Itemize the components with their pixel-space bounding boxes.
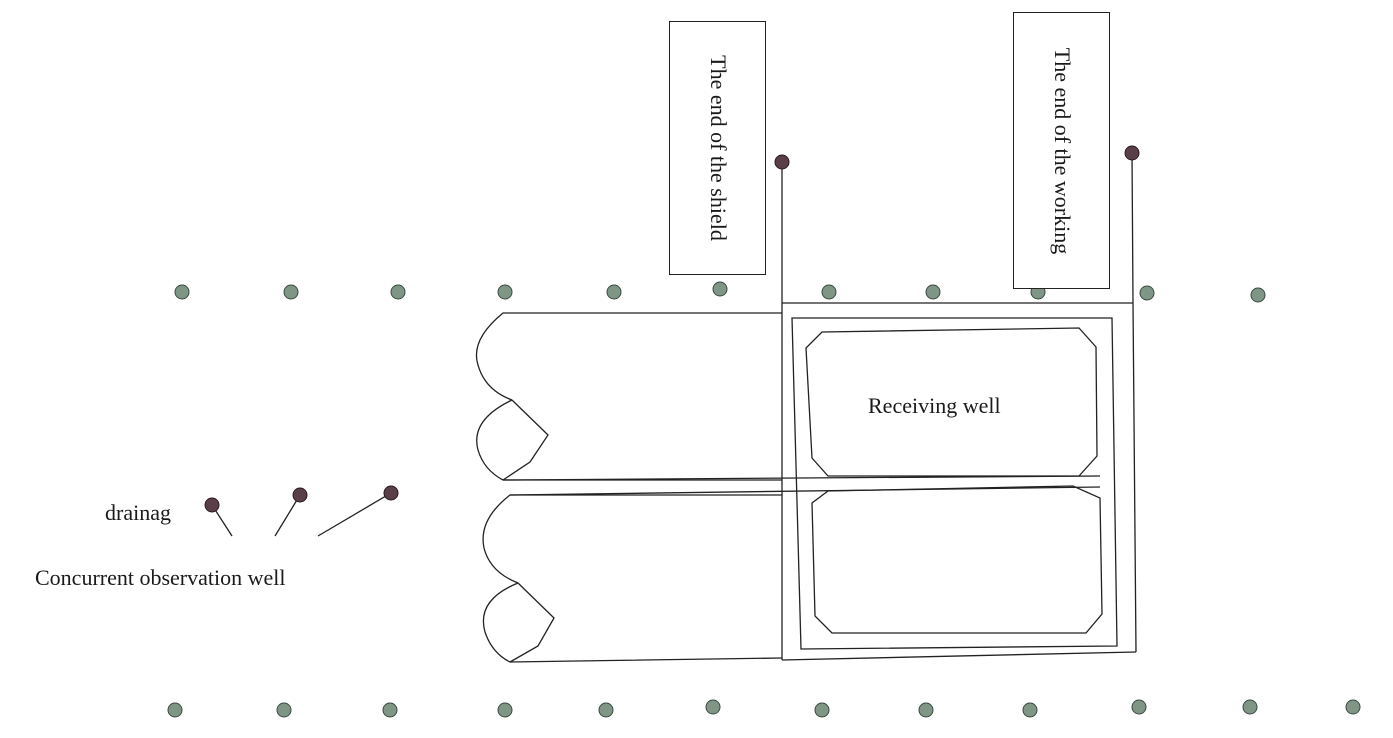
- observation-well-dot: [814, 702, 830, 718]
- observation-well-dot: [1131, 699, 1147, 715]
- observation-well-dot: [918, 702, 934, 718]
- lower-tunnel: [482, 494, 783, 663]
- observation-well-dot: [1139, 285, 1155, 301]
- drainage-label: drainag: [105, 500, 171, 525]
- observation-well-dot: [390, 284, 406, 300]
- receiving-well-label: Receiving well: [868, 393, 1001, 418]
- observation-well-dot: [497, 284, 513, 300]
- working-end-label-box: The end of the working: [1013, 12, 1110, 289]
- observation-well-dot: [1345, 699, 1361, 715]
- tunnel-separator-line: [502, 475, 1101, 481]
- observation-well-dot: [821, 284, 837, 300]
- observation-well-dot: [382, 702, 398, 718]
- observation-well-dot: [705, 699, 721, 715]
- bottom-observation-well-row: [167, 699, 1361, 718]
- shield-end-label-box: The end of the shield: [669, 21, 766, 275]
- observation-well-dot: [925, 284, 941, 300]
- receiving-well-upper-chamber: [805, 327, 1098, 477]
- receiving-well-frame: [781, 302, 1137, 661]
- tunnel-separator-line: [509, 486, 1101, 496]
- working-end-label: The end of the working: [1049, 47, 1075, 254]
- observation-well-dot: [1022, 702, 1038, 718]
- observation-well-dot: [1242, 699, 1258, 715]
- receiving-well-lower-chamber: [811, 485, 1103, 634]
- working-end-marker: [1124, 145, 1140, 304]
- observation-well-dot: [497, 702, 513, 718]
- shield-end-marker: [774, 154, 790, 303]
- observation-well-dot: [167, 702, 183, 718]
- observation-well-dot: [712, 281, 728, 297]
- observation-well-dot: [283, 284, 299, 300]
- shield-end-label: The end of the shield: [705, 55, 731, 241]
- observation-well-dot: [1250, 287, 1266, 303]
- observation-well-label: Concurrent observation well: [35, 565, 286, 590]
- drainage-well-dot: [204, 497, 220, 513]
- upper-tunnel: [475, 312, 782, 481]
- drainage-well-dot: [292, 487, 308, 503]
- drainage-wells: [204, 485, 399, 537]
- observation-well-dot: [276, 702, 292, 718]
- observation-well-dot: [606, 284, 622, 300]
- observation-well-dot: [598, 702, 614, 718]
- observation-well-dot: [174, 284, 190, 300]
- drainage-well-dot: [383, 485, 399, 501]
